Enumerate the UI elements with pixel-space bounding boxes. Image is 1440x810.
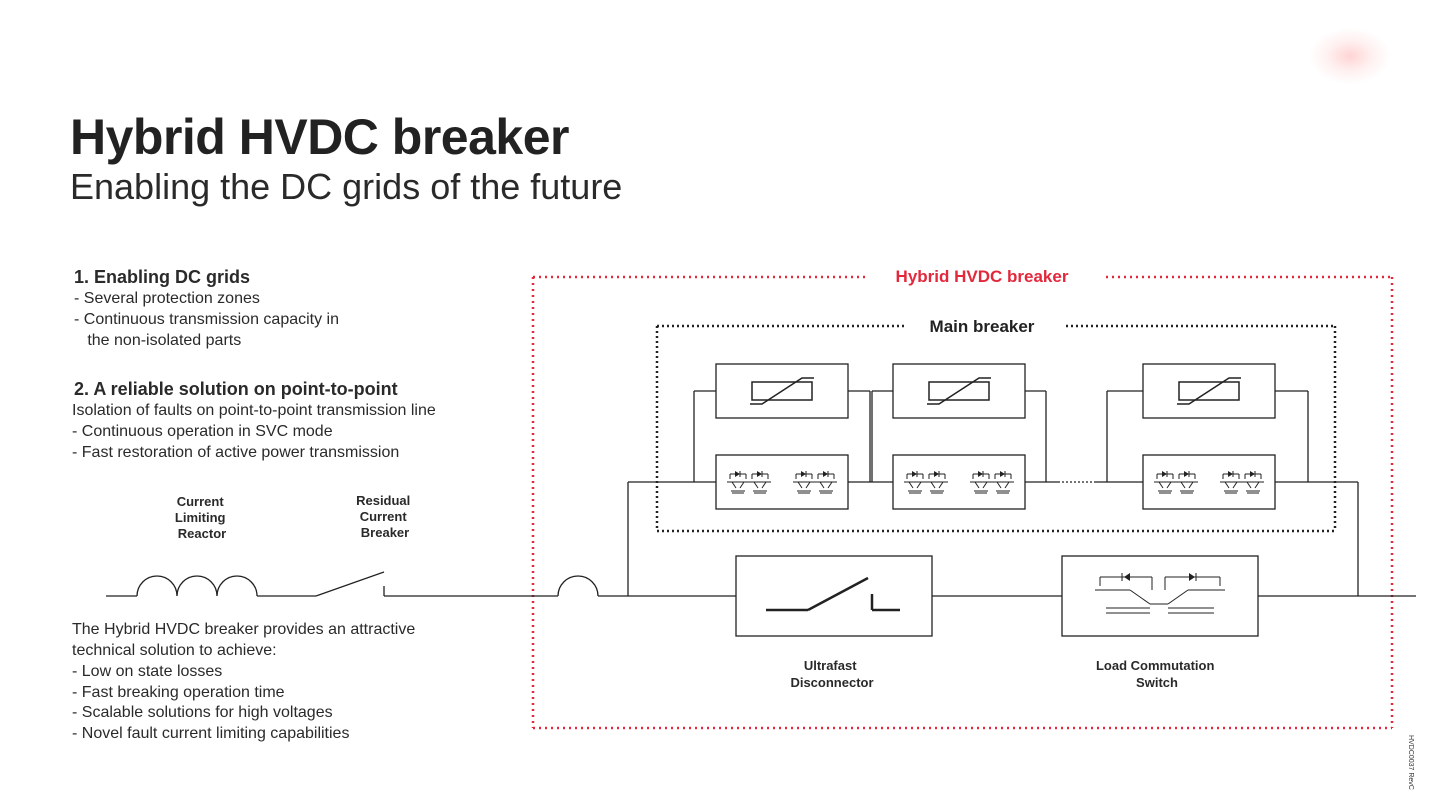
section-2-line-3: - Fast restoration of active power trans… [72,444,400,461]
main-breaker-label: Main breaker [930,317,1035,336]
load-commutation-switch-icon [1061,555,1259,637]
page-title: Hybrid HVDC breaker [70,109,570,165]
section-2-line-2: - Continuous operation in SVC mode [72,423,333,440]
outer-breaker-box [531,275,1394,730]
page-subtitle: Enabling the DC grids of the future [70,166,623,207]
main-breaker-cell-1 [693,363,871,510]
lcs-label: Load Commutation Switch [1096,658,1218,690]
residual-breaker-label: Residual Current Breaker [356,493,414,540]
summary-line-3: - Low on state losses [72,663,223,680]
section-1-heading: 1. Enabling DC grids [74,267,251,287]
residual-current-breaker-icon [315,571,558,597]
summary-line-5: - Scalable solutions for high voltages [72,704,333,721]
small-reactor-icon [557,575,599,597]
section-2-line-1: Isolation of faults on point-to-point tr… [72,402,436,419]
section-1-line-1: - Several protection zones [74,290,260,307]
section-1-line-2: - Continuous transmission capacity in [74,311,340,328]
summary-line-2: technical solution to achieve: [72,642,277,659]
summary-line-4: - Fast breaking operation time [72,684,285,701]
main-breaker-cell-2 [871,363,1047,510]
outer-box-label: Hybrid HVDC breaker [896,267,1069,286]
section-1-line-3: the non-isolated parts [74,332,242,349]
section-2-heading: 2. A reliable solution on point-to-point [74,379,398,399]
main-breaker-cell-3 [1106,363,1309,510]
current-limiting-reactor-icon [106,575,316,597]
main-breaker-box [655,324,1337,533]
summary-line-1: The Hybrid HVDC breaker provides an attr… [72,621,416,638]
reactor-label: Current Limiting Reactor [175,494,229,541]
ultrafast-disconnector-icon [735,555,933,637]
summary-line-6: - Novel fault current limiting capabilit… [72,725,350,742]
brand-logo [1310,28,1390,84]
disconnector-label: Ultrafast Disconnector [790,658,873,690]
